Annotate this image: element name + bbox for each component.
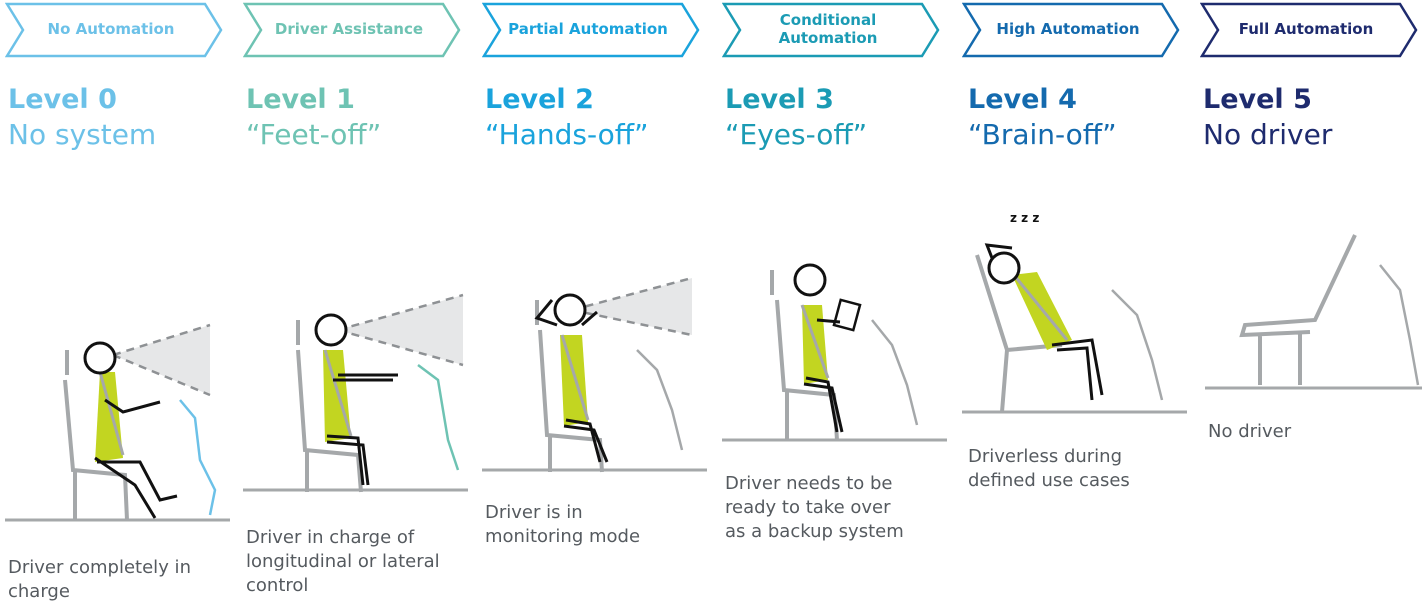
driver-scene-1 xyxy=(243,293,468,493)
level-4-column: High Automation Level 4 “Brain-off” z z … xyxy=(962,0,1192,611)
level-number-5: Level 5 xyxy=(1203,84,1312,115)
level-mode-4: “Brain-off” xyxy=(968,118,1117,151)
level-1-column: Driver Assistance Level 1 “Feet-off” Dri… xyxy=(243,0,473,611)
level-0-column: No Automation Level 0 No system Driver c… xyxy=(5,0,235,611)
stage-label-2: Partial Automation xyxy=(508,20,668,38)
level-5-column: Full Automation Level 5 No driver No dri… xyxy=(1200,0,1426,611)
level-description-2: Driver is in monitoring mode xyxy=(485,502,641,547)
level-3-column: Conditional Automation Level 3 “Eyes-off… xyxy=(722,0,952,611)
stage-chevron-2 xyxy=(482,2,700,58)
level-mode-2: “Hands-off” xyxy=(485,118,649,151)
level-description-3: Driver needs to be ready to take over as… xyxy=(725,473,904,542)
level-description-1: Driver in charge of longitudinal or late… xyxy=(246,527,440,596)
driver-scene-4: z z z xyxy=(962,211,1187,414)
level-number-1: Level 1 xyxy=(246,84,355,115)
level-mode-0: No system xyxy=(8,118,157,151)
stage-chevron-0 xyxy=(5,2,223,58)
level-description-0: Driver completely in charge xyxy=(8,557,191,602)
level-description-5: No driver xyxy=(1208,421,1292,442)
level-number-3: Level 3 xyxy=(725,84,834,115)
level-number-0: Level 0 xyxy=(8,84,117,115)
stage-label-5: Full Automation xyxy=(1238,20,1374,38)
stage-chevron-5 xyxy=(1200,2,1418,58)
sleep-label: z z z xyxy=(1010,211,1039,225)
level-2-column: Partial Automation Level 2 “Hands-off” D… xyxy=(482,0,712,611)
stage-chevron-4 xyxy=(962,2,1180,58)
driver-scene-0 xyxy=(5,323,230,522)
stage-chevron-3 xyxy=(722,2,940,58)
stage-label-1: Driver Assistance xyxy=(274,20,424,38)
stage-label-3: Conditional Automation xyxy=(778,11,878,47)
level-description-4: Driverless during defined use cases xyxy=(968,446,1130,491)
level-mode-1: “Feet-off” xyxy=(246,118,382,151)
driver-scene-3 xyxy=(722,263,947,442)
driver-scene-2 xyxy=(482,276,707,473)
stage-label-0: No Automation xyxy=(47,20,175,38)
stage-label-4: High Automation xyxy=(996,20,1140,38)
level-number-2: Level 2 xyxy=(485,84,594,115)
stage-chevron-1 xyxy=(243,2,461,58)
level-number-4: Level 4 xyxy=(968,84,1077,115)
level-mode-3: “Eyes-off” xyxy=(725,118,868,151)
level-mode-5: No driver xyxy=(1203,118,1333,151)
empty-seat-scene-5 xyxy=(1205,234,1422,390)
